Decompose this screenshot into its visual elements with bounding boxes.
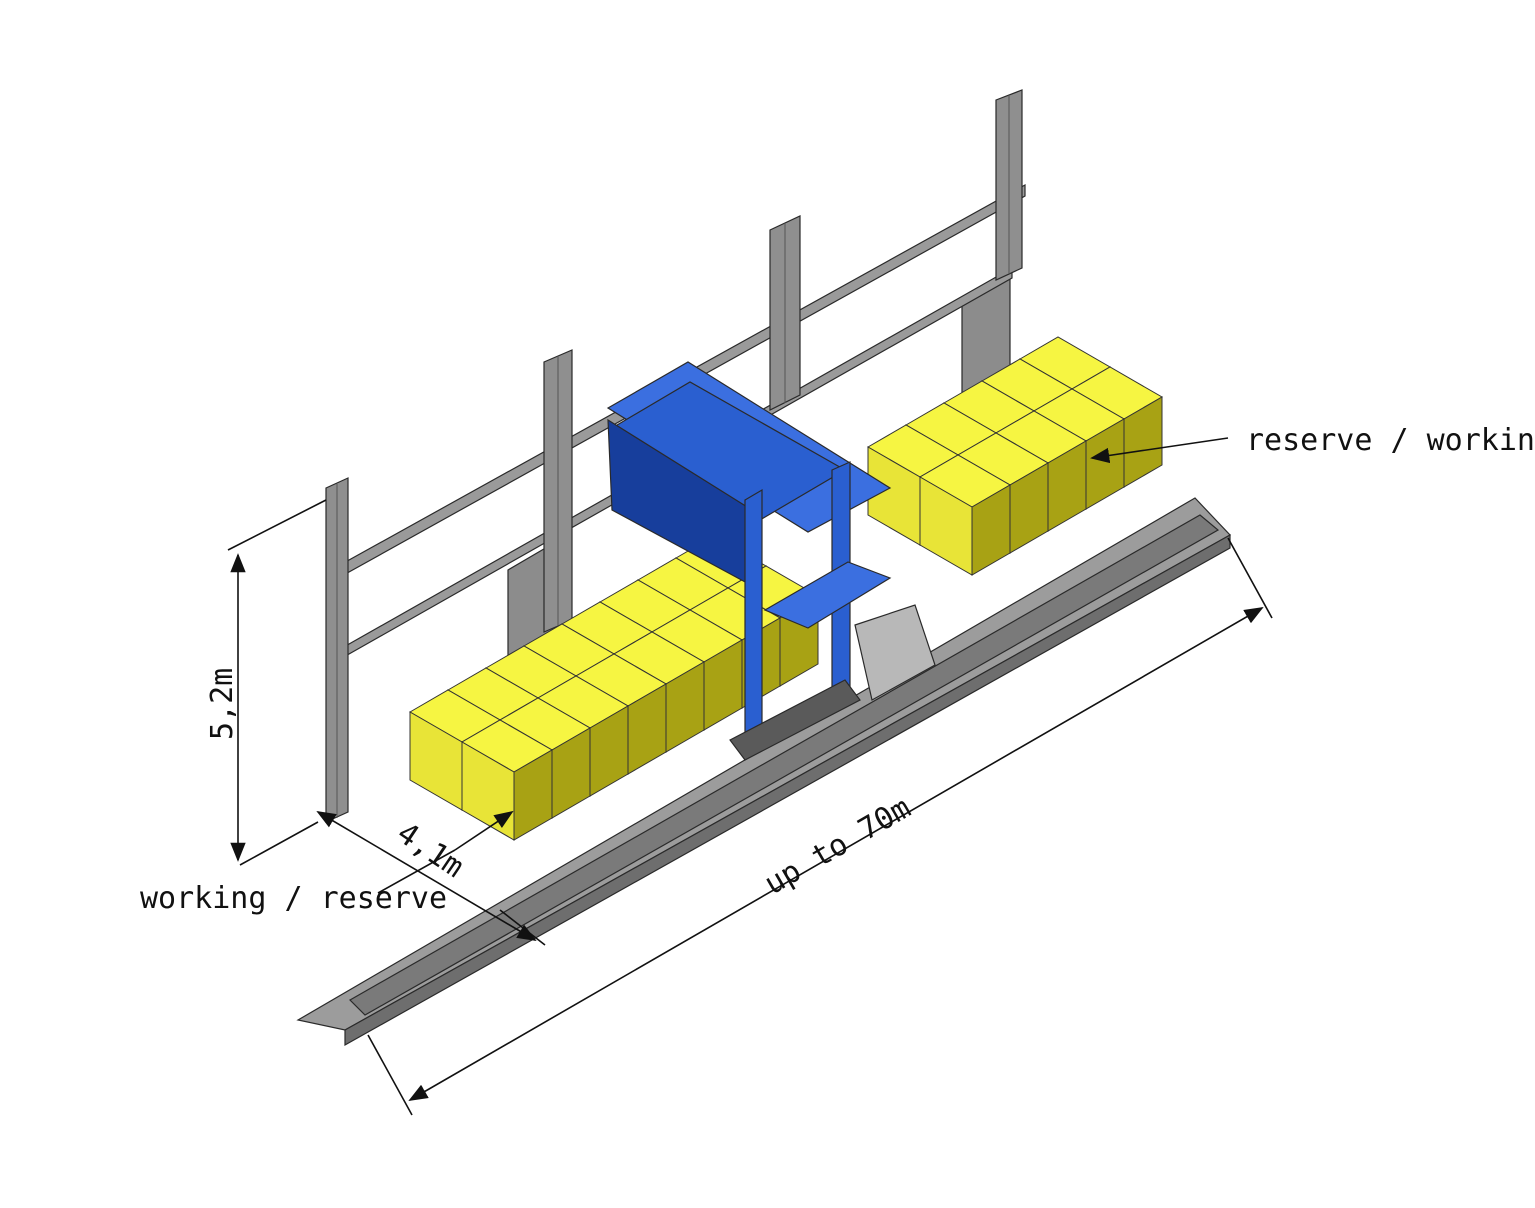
length-dimension <box>408 607 1264 1101</box>
length-label: up to 70m <box>759 790 917 902</box>
length-ext-right <box>1227 537 1273 619</box>
height-ext-top <box>227 499 327 551</box>
height-ext-bottom <box>239 821 319 866</box>
length-ext-left <box>367 1034 413 1116</box>
width-label: 4,1m <box>391 816 470 885</box>
storage-box <box>919 454 1011 576</box>
machine-leg-left <box>744 488 763 752</box>
left-zone-leader-1 <box>377 849 456 894</box>
left-zone-leader-2 <box>454 810 514 851</box>
right-zone-label: reserve / working <box>1246 423 1535 458</box>
right-zone-leader <box>1090 437 1229 464</box>
left-zone-label: working / reserve <box>140 881 447 916</box>
height-label: 5,2m <box>205 668 240 740</box>
dimensions <box>227 437 1273 1116</box>
